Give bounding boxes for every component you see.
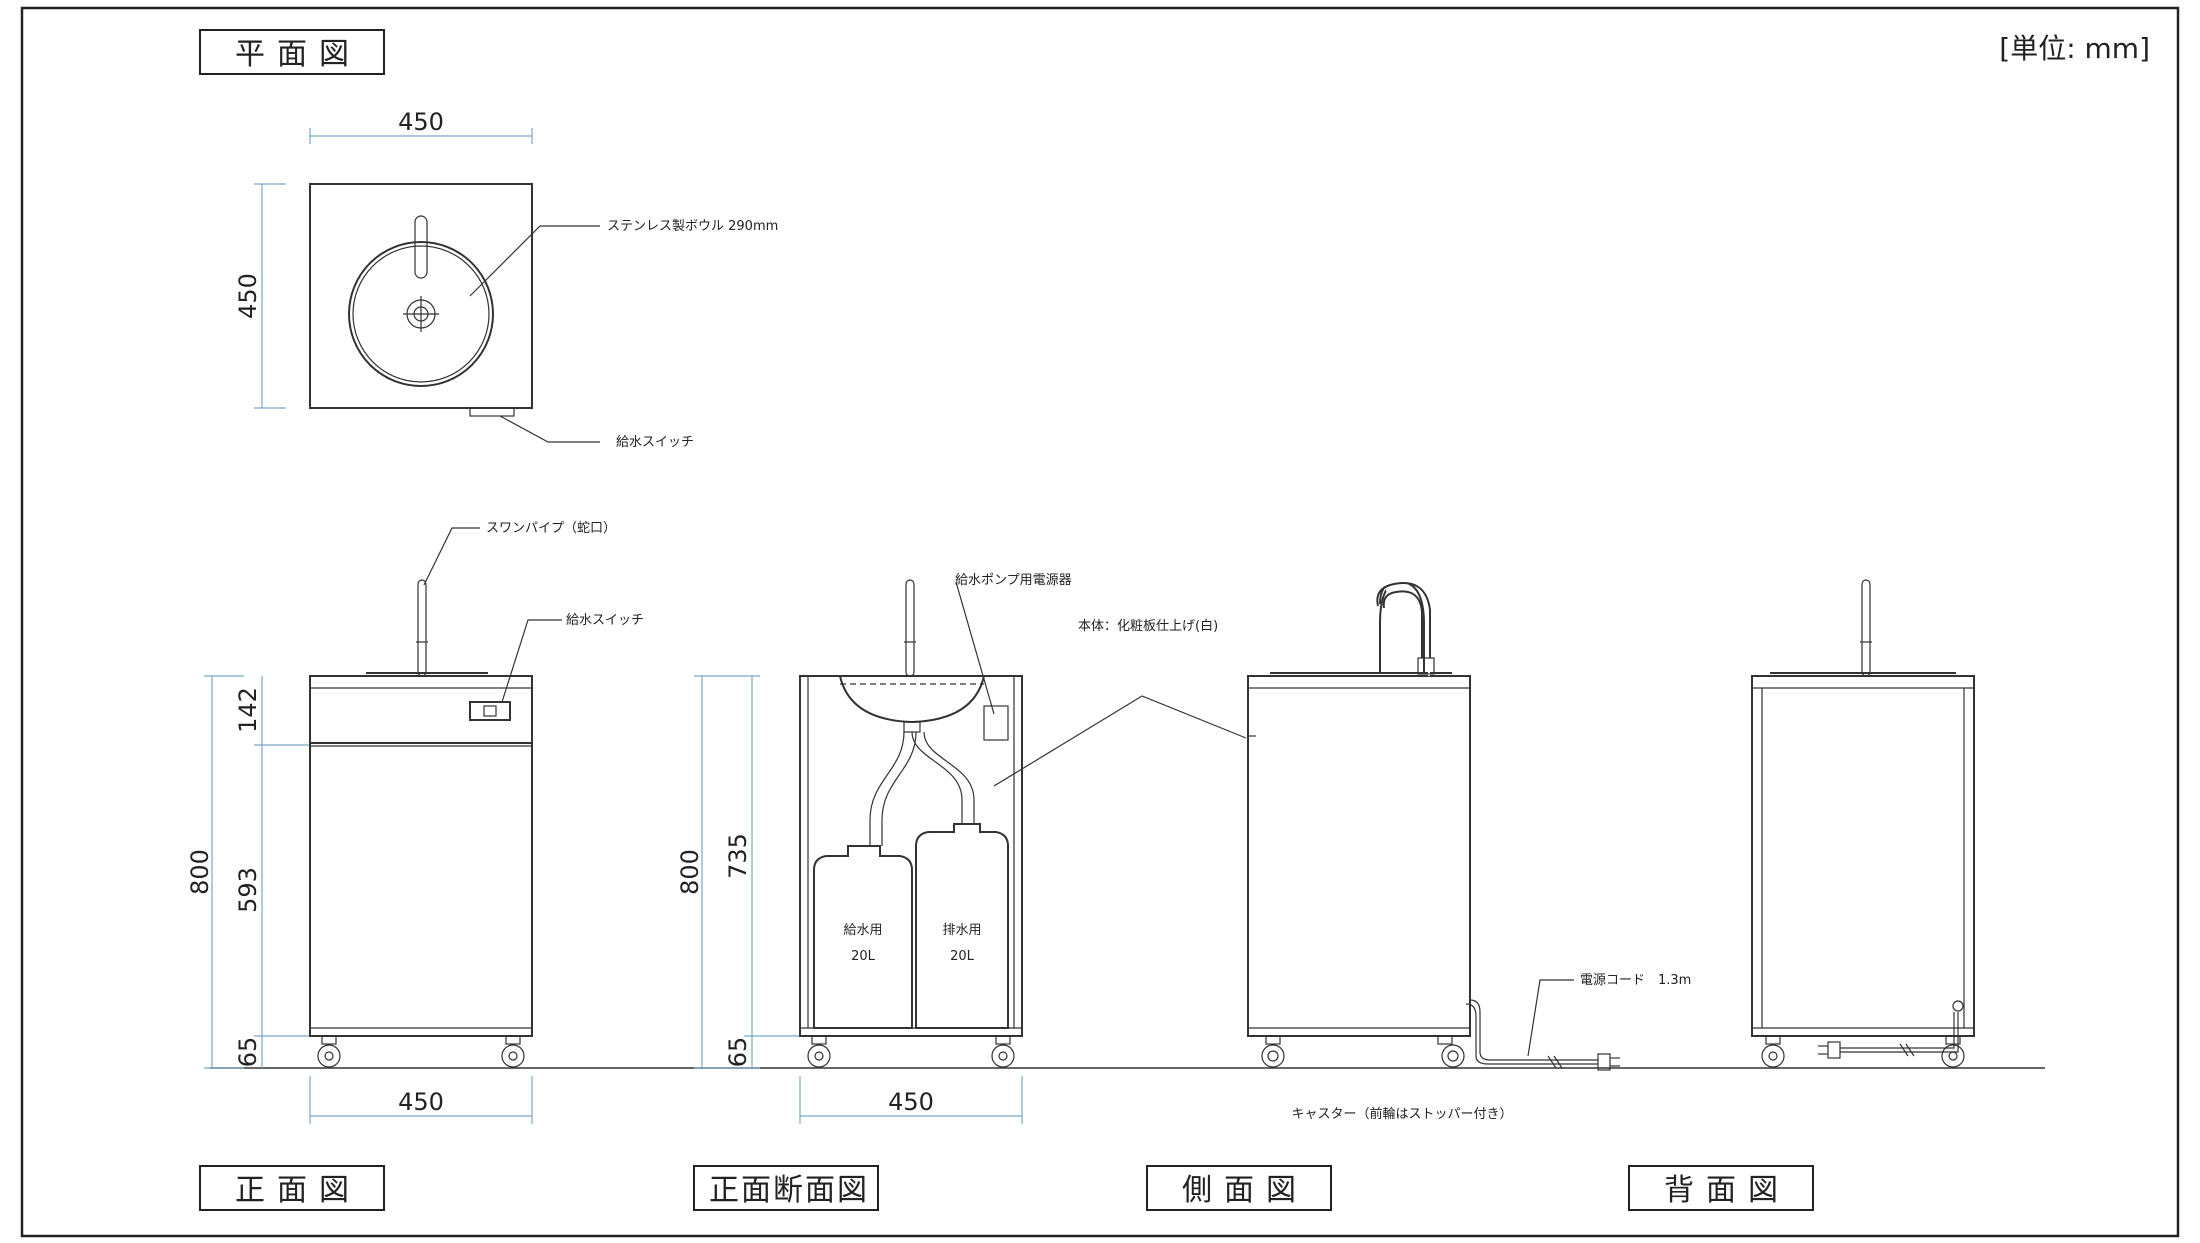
section-width-dim: 450 [888, 1088, 934, 1116]
front-casters [317, 1035, 525, 1068]
supply-tank: 給水用 20L [813, 845, 913, 1029]
note-power-cord: 電源コード 1.3m [1580, 973, 1691, 988]
note-caster: キャスター（前輪はストッパー付き） [1291, 1106, 1512, 1122]
front-view: 800 142 593 65 450 [186, 521, 644, 1124]
section-inner-dim: 735 [724, 833, 752, 879]
svg-text:正面図: 正面図 [235, 1173, 361, 1208]
svg-text:側面図: 側面図 [1182, 1173, 1308, 1208]
note-switch-plan: 給水スイッチ [616, 435, 694, 450]
front-height-dim: 800 [186, 849, 214, 895]
svg-text:20L: 20L [851, 949, 876, 964]
svg-text:正面断面図: 正面断面図 [709, 1173, 869, 1208]
note-bowl: ステンレス製ボウル 290mm [607, 219, 778, 234]
sheet-border [20, 6, 2180, 1238]
front-top-dim: 142 [234, 687, 262, 733]
plan-width-dim: 450 [398, 108, 444, 136]
svg-text:背面図: 背面図 [1664, 1173, 1790, 1208]
svg-text:給水用: 給水用 [843, 923, 882, 938]
front-section-view-title: 正面断面図 [693, 1165, 879, 1211]
note-body-finish: 本体：化粧板仕上げ(白) [1078, 618, 1218, 634]
unit-label: [単位: mm] [1999, 32, 2150, 65]
svg-text:20L: 20L [950, 949, 975, 964]
back-view-title: 背面図 [1628, 1165, 1814, 1211]
back-view [1751, 579, 1975, 1068]
side-view-title: 側面図 [1146, 1165, 1332, 1211]
plan-view-title: 平面図 [199, 29, 385, 75]
front-view-title: 正面図 [199, 1165, 385, 1211]
svg-text:排水用: 排水用 [942, 923, 981, 938]
svg-text:平面図: 平面図 [235, 37, 361, 72]
drain-tank: 排水用 20L [915, 823, 1009, 1029]
front-width-dim: 450 [398, 1088, 444, 1116]
note-switch-front: 給水スイッチ [566, 613, 644, 628]
section-base-dim: 65 [724, 1037, 752, 1068]
plan-depth-dim: 450 [234, 273, 262, 319]
front-base-dim: 65 [234, 1037, 262, 1068]
plan-view: 450 450 ステンレス製ボウル 290mm 給水スイッチ [234, 108, 778, 450]
front-mid-dim: 593 [234, 867, 262, 913]
section-height-dim: 800 [676, 849, 704, 895]
note-swan-pipe: スワンパイプ（蛇口） [486, 521, 616, 536]
note-pump-power: 給水ポンプ用電源器 [955, 573, 1072, 588]
front-section-view: 800 735 65 450 給水用 20L [676, 573, 1247, 1124]
side-view: 電源コード 1.3m キャスター（前輪はストッパー付き） [1247, 577, 1691, 1122]
